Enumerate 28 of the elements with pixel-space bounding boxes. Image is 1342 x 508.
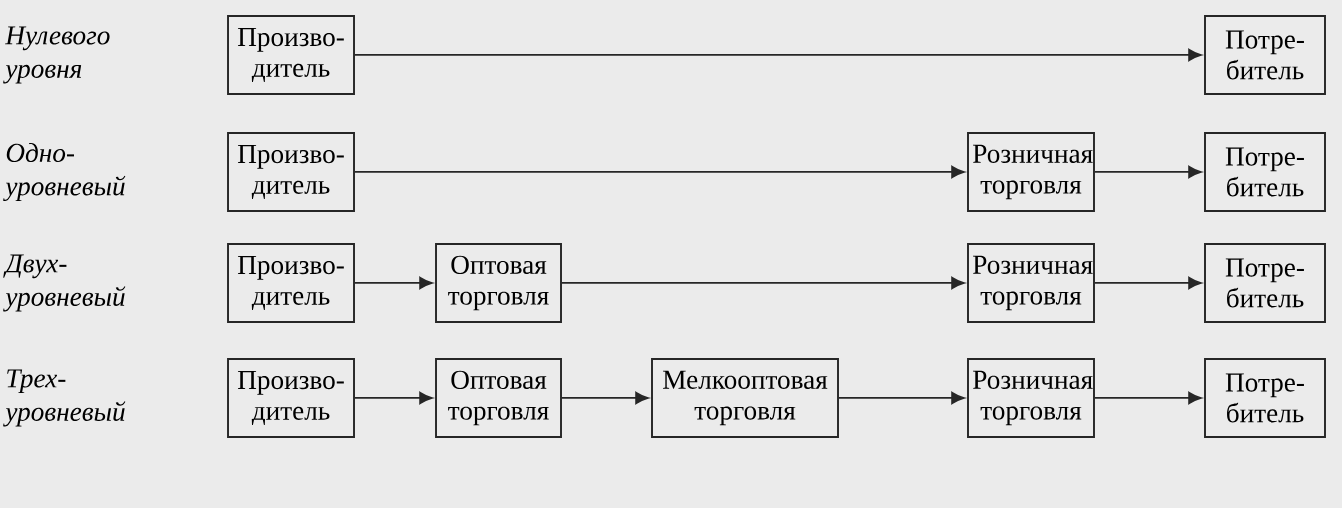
arrow xyxy=(354,165,965,179)
process-box: Оптовая торговля xyxy=(435,358,562,438)
arrow xyxy=(354,276,433,290)
arrow xyxy=(561,391,649,405)
process-box: Потре-битель xyxy=(1204,243,1326,323)
process-box: Мелкооптовая торговля xyxy=(651,358,839,438)
row-label: Трех-уровневый xyxy=(3,369,126,427)
process-box: Произво-дитель xyxy=(227,15,355,95)
process-box: Потре-битель xyxy=(1204,358,1326,438)
process-box: Розничная торговля xyxy=(967,358,1095,438)
arrow xyxy=(1094,165,1202,179)
arrow xyxy=(1094,276,1202,290)
process-box: Розничная торговля xyxy=(967,243,1095,323)
arrow xyxy=(354,48,1202,62)
arrow xyxy=(838,391,965,405)
process-box: Оптовая торговля xyxy=(435,243,562,323)
arrow xyxy=(1094,391,1202,405)
process-box: Потре-битель xyxy=(1204,15,1326,95)
process-box: Произво-дитель xyxy=(227,243,355,323)
row-label: Одно-уровневый xyxy=(3,142,126,202)
process-box: Произво-дитель xyxy=(227,132,355,212)
row-label: Двух-уровневый xyxy=(3,254,126,312)
process-box: Потре-битель xyxy=(1204,132,1326,212)
arrow xyxy=(561,276,965,290)
arrow xyxy=(354,391,433,405)
process-box: Произво-дитель xyxy=(227,358,355,438)
row-label: Нулевого уровня xyxy=(3,26,110,84)
process-box: Розничная торговля xyxy=(967,132,1095,212)
